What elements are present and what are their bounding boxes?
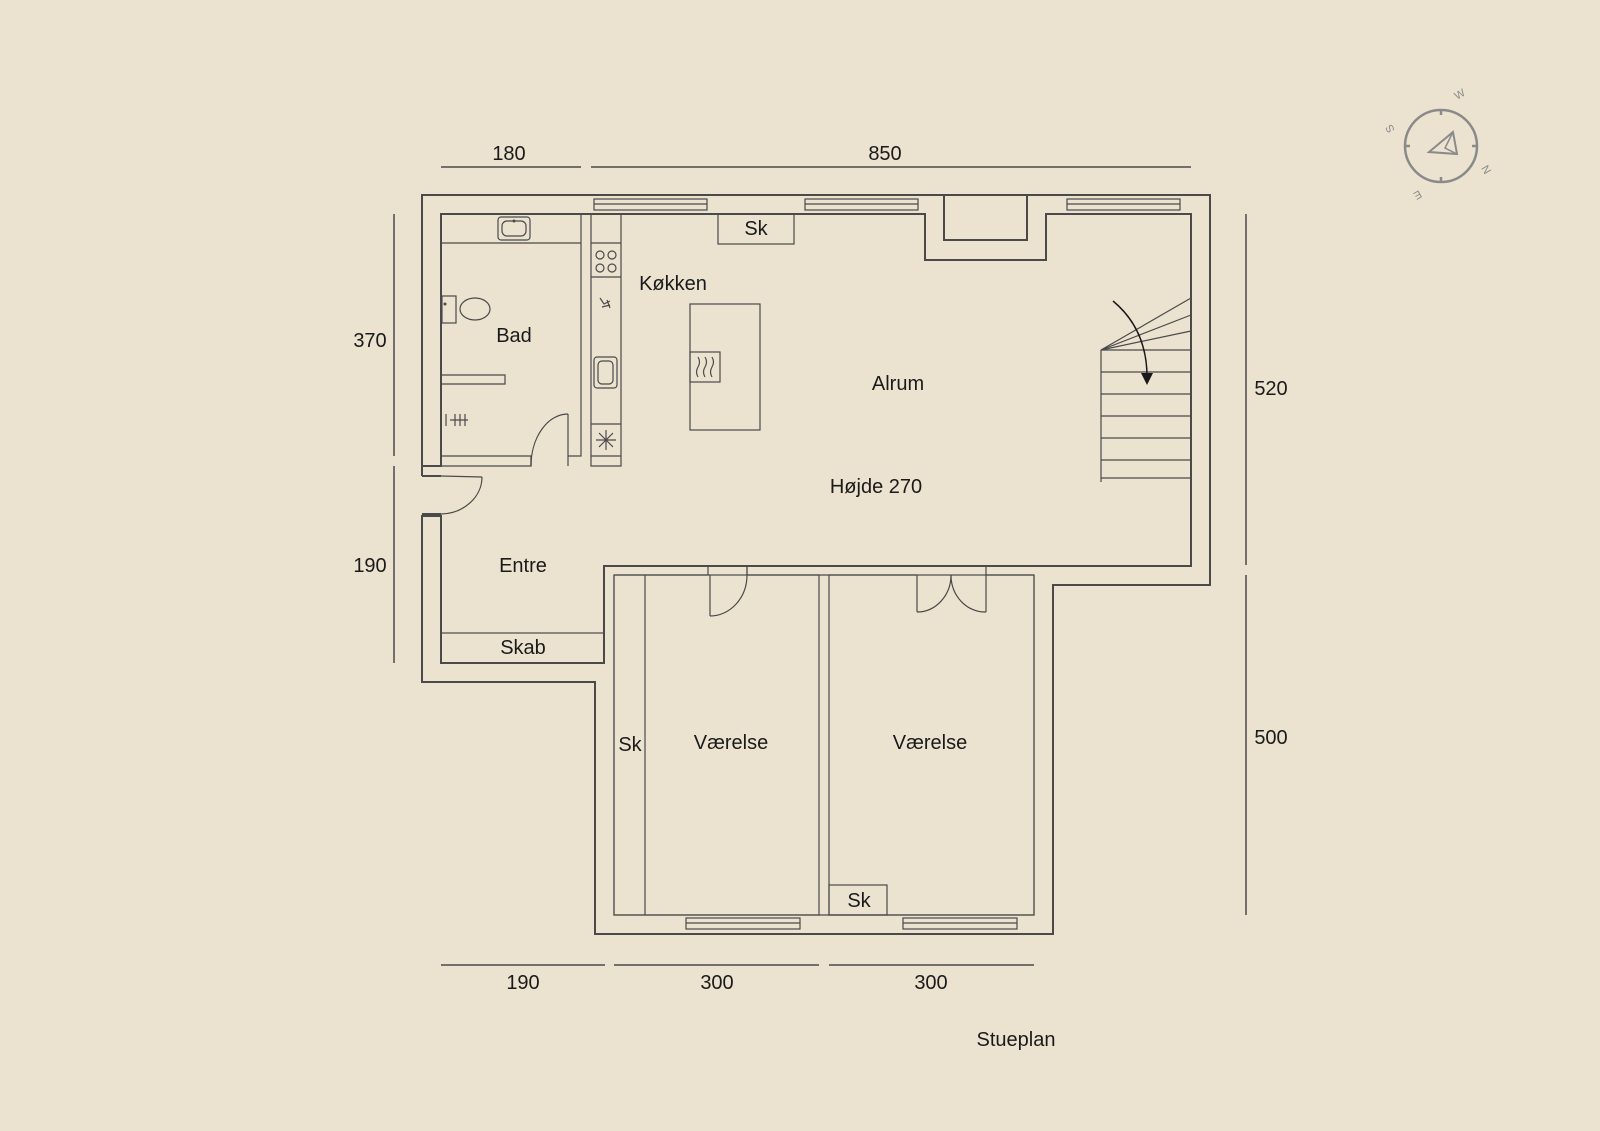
- dimension-bottom-3: 300: [914, 972, 947, 994]
- bedrooms: [613, 566, 1035, 916]
- compass-east: E: [1411, 187, 1423, 201]
- window: [804, 198, 919, 211]
- cabinet-label-room1: Sk: [618, 734, 642, 756]
- dimension-lines: [393, 166, 1247, 966]
- compass-icon: N E S W: [1384, 87, 1493, 202]
- window: [593, 198, 708, 211]
- window: [902, 917, 1018, 930]
- room-label-skab: Skab: [500, 637, 546, 659]
- room-label-vaerelse-1: Værelse: [694, 732, 768, 754]
- dimension-left-lower: 190: [353, 555, 386, 577]
- room-label-bad: Bad: [496, 325, 532, 347]
- plan-title: Stueplan: [977, 1029, 1056, 1051]
- entre-closet: [440, 632, 605, 664]
- kitchen-counter: [590, 213, 795, 467]
- entrance-door: [440, 475, 483, 515]
- sink-icon: [497, 216, 531, 241]
- kitchen-sink-icon: [593, 356, 618, 389]
- dimension-left-upper: 370: [353, 330, 386, 352]
- window: [1066, 198, 1181, 211]
- compass-west: W: [1453, 87, 1469, 103]
- dimension-bottom-1: 190: [506, 972, 539, 994]
- kitchen-island: [689, 303, 761, 431]
- room-label-alrum: Alrum: [872, 373, 924, 395]
- compass-south: S: [1384, 122, 1398, 134]
- dimension-top-left: 180: [492, 143, 525, 165]
- dimension-bottom-2: 300: [700, 972, 733, 994]
- dimension-top-right: 850: [868, 143, 901, 165]
- dimension-right-lower: 500: [1254, 727, 1287, 749]
- cabinet-label-room2: Sk: [847, 890, 871, 912]
- stove-icon: [595, 250, 617, 273]
- windows: [593, 198, 1181, 930]
- bathroom: [441, 214, 582, 467]
- room-label-vaerelse-2: Værelse: [893, 732, 967, 754]
- room-label-entre: Entre: [499, 555, 547, 577]
- dimension-right-upper: 520: [1254, 378, 1287, 400]
- shower-icon: [445, 414, 468, 426]
- cabinet-label-kitchen: Sk: [744, 218, 768, 240]
- room-label-kokken: Køkken: [639, 273, 707, 295]
- stair-arrow-icon: [1112, 300, 1153, 385]
- compass-north: N: [1478, 164, 1492, 177]
- staircase: [1100, 297, 1192, 482]
- ceiling-height-label: Højde 270: [830, 476, 922, 498]
- window: [685, 917, 801, 930]
- fridge-icon: [596, 430, 616, 450]
- dishwasher-icon: [599, 297, 611, 309]
- toilet-icon: [441, 295, 491, 324]
